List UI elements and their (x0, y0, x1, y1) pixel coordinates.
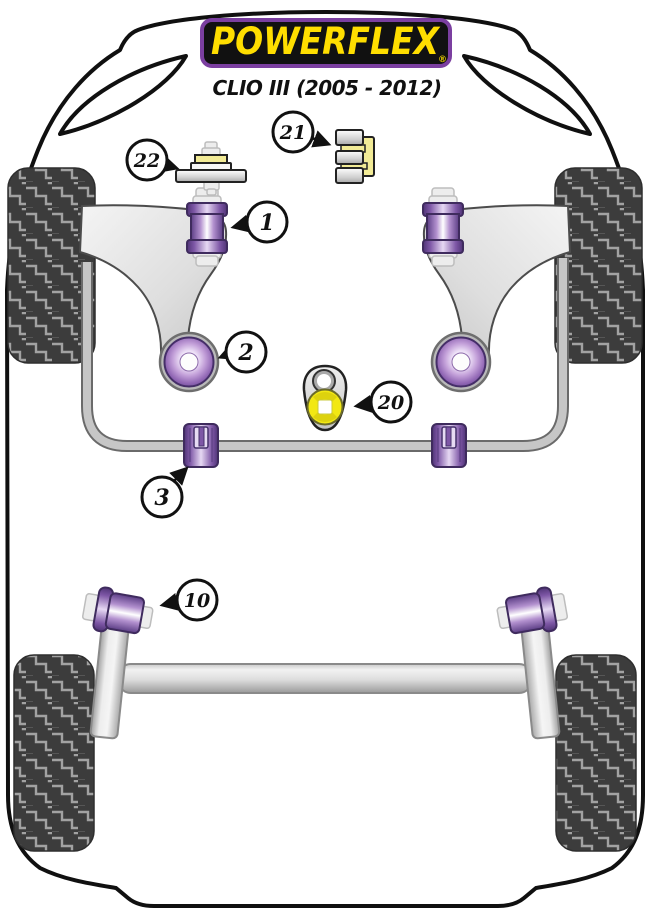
left-wing-mirror (58, 54, 188, 136)
callout-21[interactable]: 21 (271, 110, 332, 154)
bushing-barrel (190, 213, 224, 243)
mount-bar (335, 167, 364, 184)
part-22-mount-pad (175, 141, 247, 196)
callout-2-circle (224, 330, 268, 374)
callout-3[interactable]: 3 (140, 466, 189, 519)
callout-22-number: 22 (133, 150, 160, 172)
anti-roll-bar (81, 258, 569, 452)
bushing-flange-bottom (186, 239, 228, 254)
callout-2-number: 2 (237, 340, 253, 366)
callout-3-arrow (169, 466, 189, 486)
part-2-bushing-left-hole (179, 352, 199, 372)
model-title: CLIO III (2005 - 2012) (213, 76, 442, 100)
part-1-bushing-right (422, 187, 464, 267)
engine-mount-square-hole (317, 399, 333, 415)
callout-22[interactable]: 22 (125, 138, 180, 182)
callout-1-arrow (230, 214, 251, 233)
car-body-outline (5, 10, 645, 908)
part-3-arb-bushing-left (183, 423, 219, 468)
part-10-bushing-right (496, 586, 569, 635)
callout-2[interactable]: 2 (217, 330, 268, 374)
callout-20-arrow (353, 394, 373, 413)
bushing-cylinder (104, 592, 145, 635)
front-left-tire (7, 167, 96, 364)
powerflex-logo: POWERFLEX ® (200, 18, 452, 68)
logo-box (200, 18, 452, 68)
callout-3-number: 3 (154, 485, 169, 511)
rear-right-tire (555, 654, 637, 852)
part-1-bushing-left (186, 187, 228, 267)
callout-21-arrow (311, 130, 332, 148)
callout-20[interactable]: 20 (353, 380, 413, 424)
registered-mark: ® (438, 55, 447, 65)
callout-21-circle (271, 110, 315, 154)
callout-22-circle (125, 138, 169, 182)
rear-left-tire (13, 654, 95, 852)
part-2-bushing-right-hole (451, 352, 471, 372)
front-right-control-arm (422, 187, 571, 393)
mount-bar (335, 150, 364, 165)
callout-20-circle (369, 380, 413, 424)
callout-10-circle (175, 578, 219, 622)
pad-base-plate (175, 169, 247, 183)
callout-10-arrow (159, 593, 180, 611)
callout-1[interactable]: 1 (230, 200, 289, 244)
arb-bushing-stem (198, 426, 205, 447)
part-21-mount-insert (335, 129, 375, 184)
bolt-tip-icon (206, 188, 217, 196)
callout-3-circle (140, 475, 184, 519)
part-10-bushing-left (81, 586, 154, 635)
bolt-tail-icon (195, 255, 219, 267)
callout-21-number: 21 (279, 122, 306, 144)
callout-20-number: 20 (377, 392, 404, 414)
right-wing-mirror (462, 54, 592, 136)
callout-1-number: 1 (259, 210, 274, 236)
mount-bar (335, 129, 364, 146)
callout-10[interactable]: 10 (159, 578, 219, 622)
rear-axle-beam (117, 663, 533, 694)
brand-wordmark: POWERFLEX (211, 20, 441, 63)
part-3-arb-bushing-right (431, 423, 467, 468)
part-20-lower-engine-mount (302, 364, 348, 432)
front-left-control-arm (79, 187, 228, 393)
callout-1-circle (245, 200, 289, 244)
callout-10-number: 10 (184, 590, 210, 612)
front-right-tire (554, 167, 643, 364)
